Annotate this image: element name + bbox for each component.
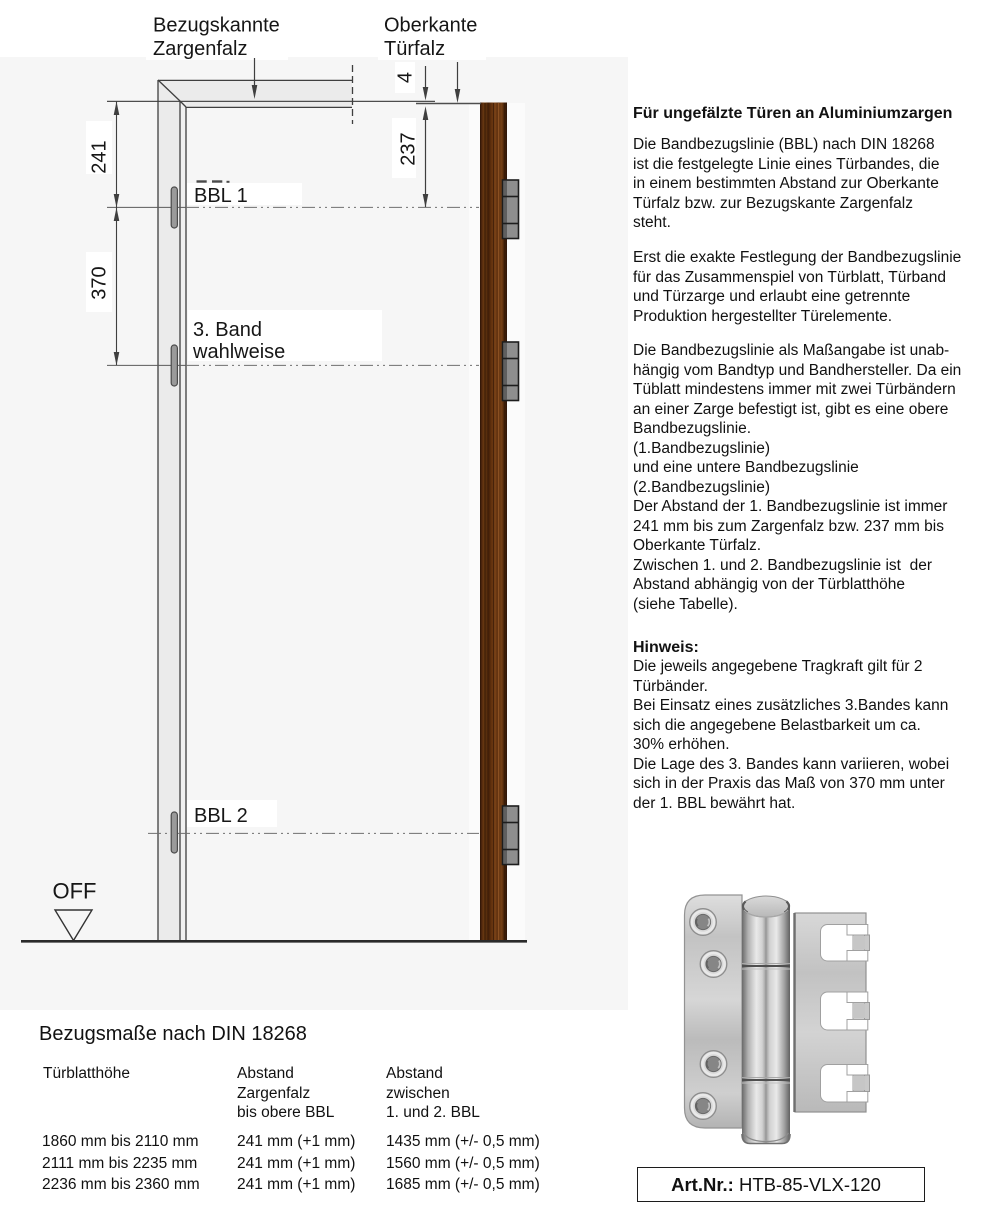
svg-text:BBL 1: BBL 1	[194, 185, 248, 207]
svg-text:Türfalz: Türfalz	[384, 38, 445, 60]
svg-text:OFF: OFF	[53, 879, 97, 904]
svg-text:wahlweise: wahlweise	[192, 341, 285, 363]
svg-text:241: 241	[89, 140, 111, 173]
svg-text:3. Band: 3. Band	[193, 319, 262, 341]
svg-text:Oberkante: Oberkante	[384, 15, 477, 37]
svg-text:Bezugskannte: Bezugskannte	[153, 15, 280, 37]
svg-text:4: 4	[395, 72, 417, 83]
svg-text:370: 370	[89, 266, 111, 299]
svg-text:237: 237	[398, 132, 420, 165]
svg-text:Zargenfalz: Zargenfalz	[153, 38, 248, 60]
svg-text:BBL 2: BBL 2	[194, 805, 248, 827]
